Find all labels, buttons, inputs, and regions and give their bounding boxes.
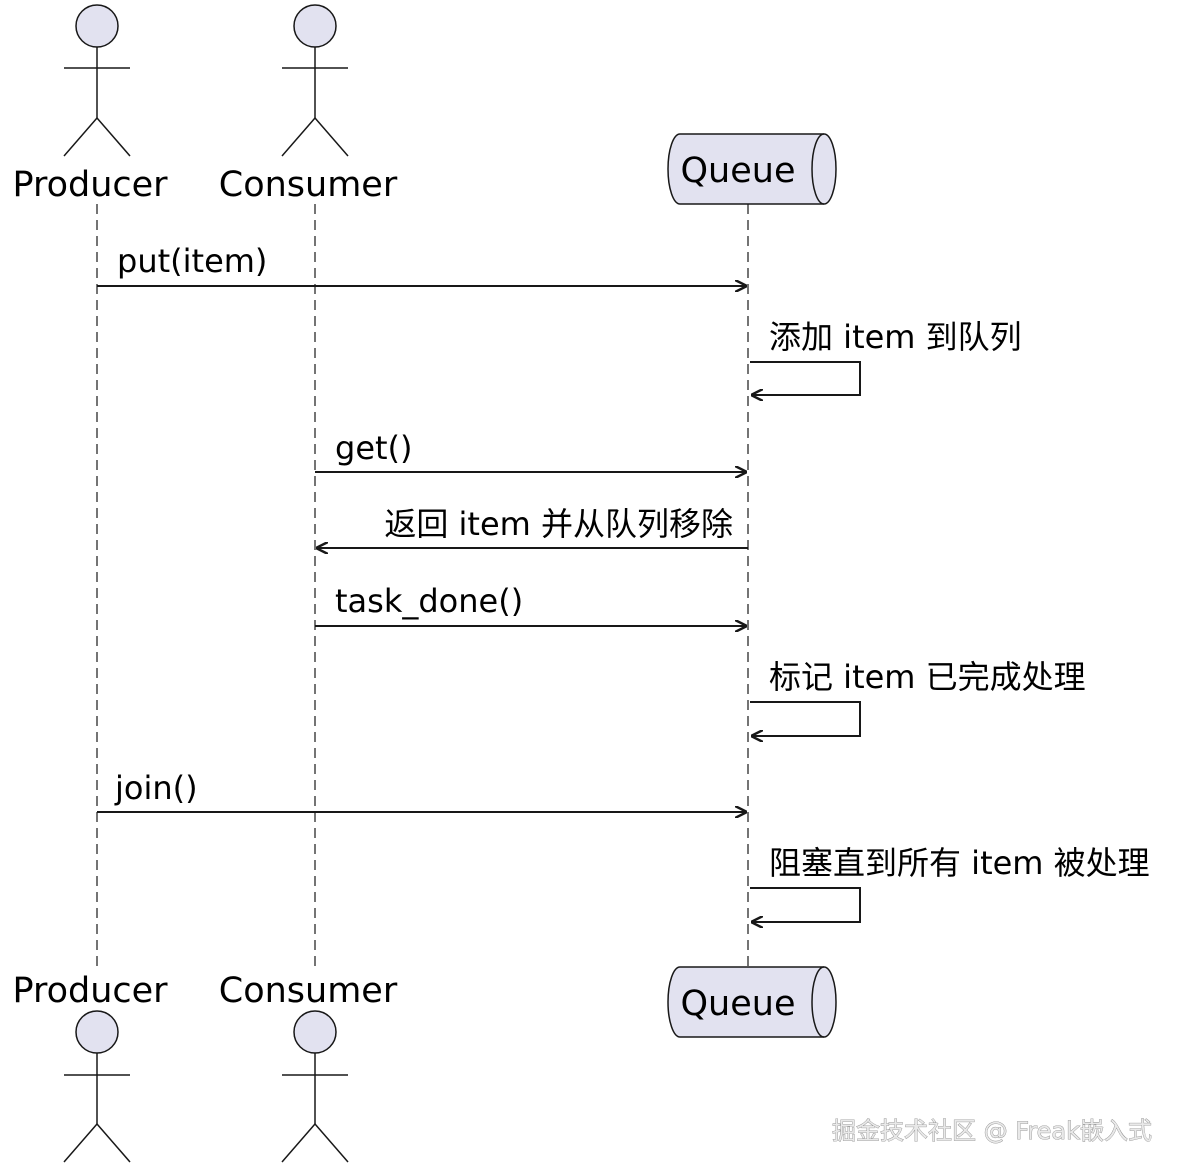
watermark: 掘金技术社区 @ Freak嵌入式	[832, 1117, 1152, 1145]
message-join-label: join()	[114, 769, 198, 807]
message-get-label: get()	[335, 429, 413, 467]
message-task-done-label: task_done()	[335, 582, 523, 620]
participant-label-producer-top: Producer	[12, 165, 168, 205]
queue-box-top	[667, 133, 837, 205]
participant-label-consumer-top: Consumer	[219, 165, 398, 205]
participant-label-consumer-bottom: Consumer	[219, 971, 398, 1011]
message-block-label: 阻塞直到所有 item 被处理	[769, 844, 1150, 882]
message-put-label: put(item)	[117, 242, 267, 280]
participant-label-queue-bottom: Queue	[681, 984, 796, 1024]
actor-consumer-bottom	[281, 1010, 349, 1163]
message-mark-label: 标记 item 已完成处理	[769, 658, 1086, 696]
message-return-label: 返回 item 并从队列移除	[384, 505, 733, 543]
actor-consumer-top	[281, 4, 349, 157]
message-block-arrow	[750, 887, 861, 922]
message-add-arrow	[750, 361, 861, 395]
actor-producer-top	[63, 4, 131, 157]
actor-producer-bottom	[63, 1010, 131, 1163]
message-mark-arrow	[750, 701, 861, 736]
participant-label-producer-bottom: Producer	[12, 971, 168, 1011]
queue-box-bottom	[667, 966, 837, 1038]
message-add-label: 添加 item 到队列	[769, 318, 1022, 356]
participant-label-queue-top: Queue	[681, 151, 796, 191]
